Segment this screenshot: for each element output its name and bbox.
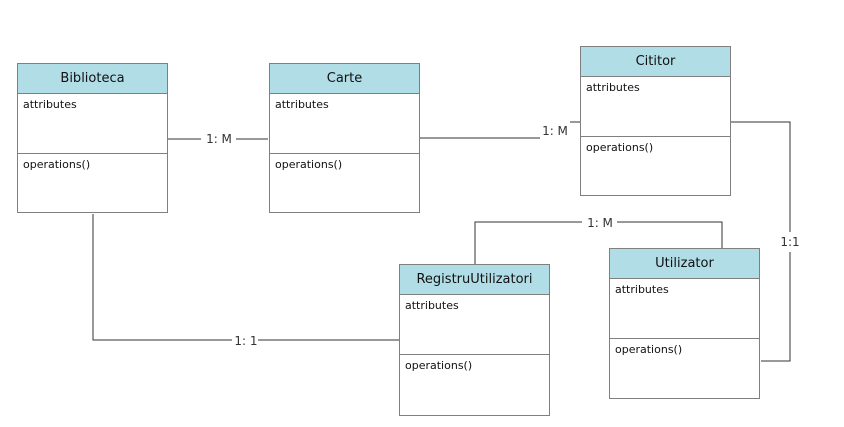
connector-carte-cititor: 1: M [420, 121, 580, 139]
label-carte-cititor: 1: M [542, 124, 568, 138]
class-carte[interactable]: Carte attributes operations() [269, 63, 420, 213]
class-name: Utilizator [610, 249, 759, 279]
class-cititor[interactable]: Cititor attributes operations() [580, 46, 731, 196]
class-utilizator[interactable]: Utilizator attributes operations() [609, 248, 760, 399]
class-operations: operations() [23, 158, 91, 171]
class-biblioteca[interactable]: Biblioteca attributes operations() [17, 63, 168, 213]
class-registru-utilizatori[interactable]: RegistruUtilizatori attributes operation… [399, 264, 550, 416]
class-attributes: attributes [610, 279, 759, 339]
label-registru-utilizator: 1: M [587, 216, 613, 230]
class-operations: operations() [586, 141, 654, 154]
label-biblioteca-registru: 1: 1 [234, 334, 257, 348]
class-attributes: attributes [400, 295, 549, 355]
class-name: Cititor [581, 47, 730, 77]
class-name: Biblioteca [18, 64, 167, 94]
class-attributes: attributes [581, 77, 730, 137]
class-name: RegistruUtilizatori [400, 265, 549, 295]
label-cititor-utilizator: 1:1 [780, 235, 799, 249]
class-operations: operations() [275, 158, 343, 171]
label-biblioteca-carte: 1: M [206, 132, 232, 146]
class-name: Carte [270, 64, 419, 94]
class-attributes: attributes [270, 94, 419, 154]
connector-biblioteca-carte: 1: M [168, 132, 268, 146]
class-attributes: attributes [18, 94, 167, 154]
connector-registru-utilizator: 1: M [474, 216, 723, 264]
class-operations: operations() [405, 359, 473, 372]
connector-biblioteca-registru: 1: 1 [92, 214, 399, 348]
connector-cititor-utilizator: 1:1 [731, 121, 800, 362]
class-operations: operations() [615, 343, 683, 356]
